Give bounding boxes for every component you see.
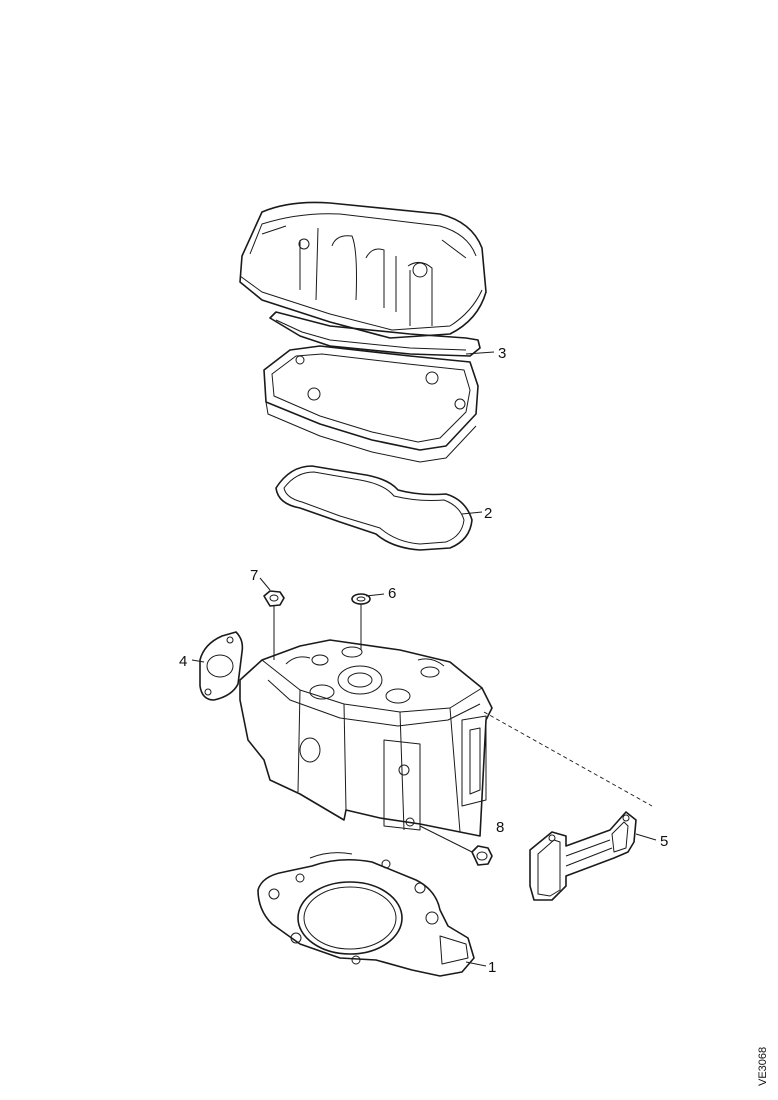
callout-5: 5 xyxy=(660,833,668,850)
callout-2: 2 xyxy=(484,505,492,522)
cover-spacer-frame xyxy=(263,345,479,463)
cylinder-head xyxy=(239,639,493,837)
callout-8: 8 xyxy=(496,819,504,836)
callout-7: 7 xyxy=(250,567,258,584)
part-4-flange-gasket xyxy=(199,631,244,701)
part-3-cover-gasket xyxy=(269,311,481,357)
callout-1: 1 xyxy=(488,959,496,976)
leader-lines xyxy=(191,351,657,967)
callout-6: 6 xyxy=(388,585,396,602)
part-5-manifold-gasket xyxy=(529,811,637,901)
valve-cover xyxy=(239,201,487,339)
callout-4: 4 xyxy=(179,653,187,670)
part-2-rocker-gasket xyxy=(275,465,473,551)
part-1-head-gasket xyxy=(257,852,475,977)
part-6-washer xyxy=(351,593,371,650)
callout-3: 3 xyxy=(498,345,506,362)
part-7-nut xyxy=(263,590,285,660)
drawing-code: VE3068 xyxy=(757,1047,769,1086)
assembly-line xyxy=(483,711,653,807)
part-8-nut xyxy=(419,825,493,866)
